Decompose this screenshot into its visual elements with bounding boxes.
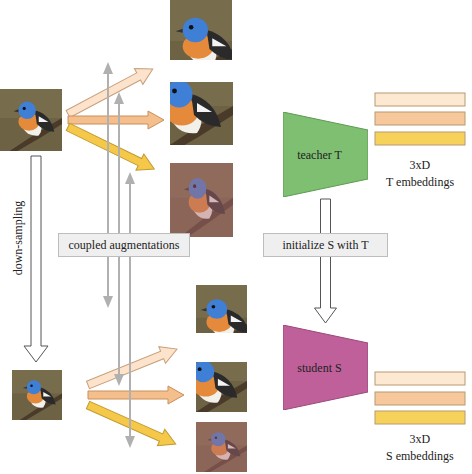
aug-arrow bbox=[85, 341, 181, 394]
bird-image-small bbox=[12, 370, 62, 420]
crop bbox=[196, 422, 247, 472]
aug-arrow bbox=[68, 111, 164, 129]
downsample-label: down-sampling bbox=[11, 201, 25, 276]
downsample-arrow bbox=[24, 156, 48, 362]
dim-label: 3xD bbox=[410, 432, 431, 446]
node-text: student S bbox=[295, 361, 345, 375]
bird-image bbox=[0, 89, 62, 151]
student-network: student S bbox=[283, 325, 368, 410]
crop bbox=[156, 0, 246, 87]
aug-arrow bbox=[64, 61, 157, 122]
crop bbox=[184, 285, 258, 355]
teacher-network: teacher T bbox=[283, 112, 368, 197]
crop bbox=[170, 163, 233, 237]
dim-label: 3xD bbox=[410, 158, 431, 172]
crop bbox=[137, 61, 233, 157]
crop bbox=[169, 345, 247, 421]
aug-arrow bbox=[88, 386, 184, 404]
init-arrow bbox=[315, 199, 337, 323]
embedding-label: T embeddings bbox=[386, 175, 454, 189]
edge-label: initialize S with T bbox=[263, 233, 388, 257]
node-text: teacher T bbox=[295, 148, 345, 162]
node-text: coupled augmentations bbox=[69, 238, 180, 252]
embedding-bars bbox=[375, 93, 465, 424]
aug-arrow bbox=[64, 119, 158, 177]
aug-arrow bbox=[84, 397, 179, 452]
embedding-label: S embeddings bbox=[386, 449, 454, 463]
annotation-box: coupled augmentations bbox=[58, 233, 190, 257]
